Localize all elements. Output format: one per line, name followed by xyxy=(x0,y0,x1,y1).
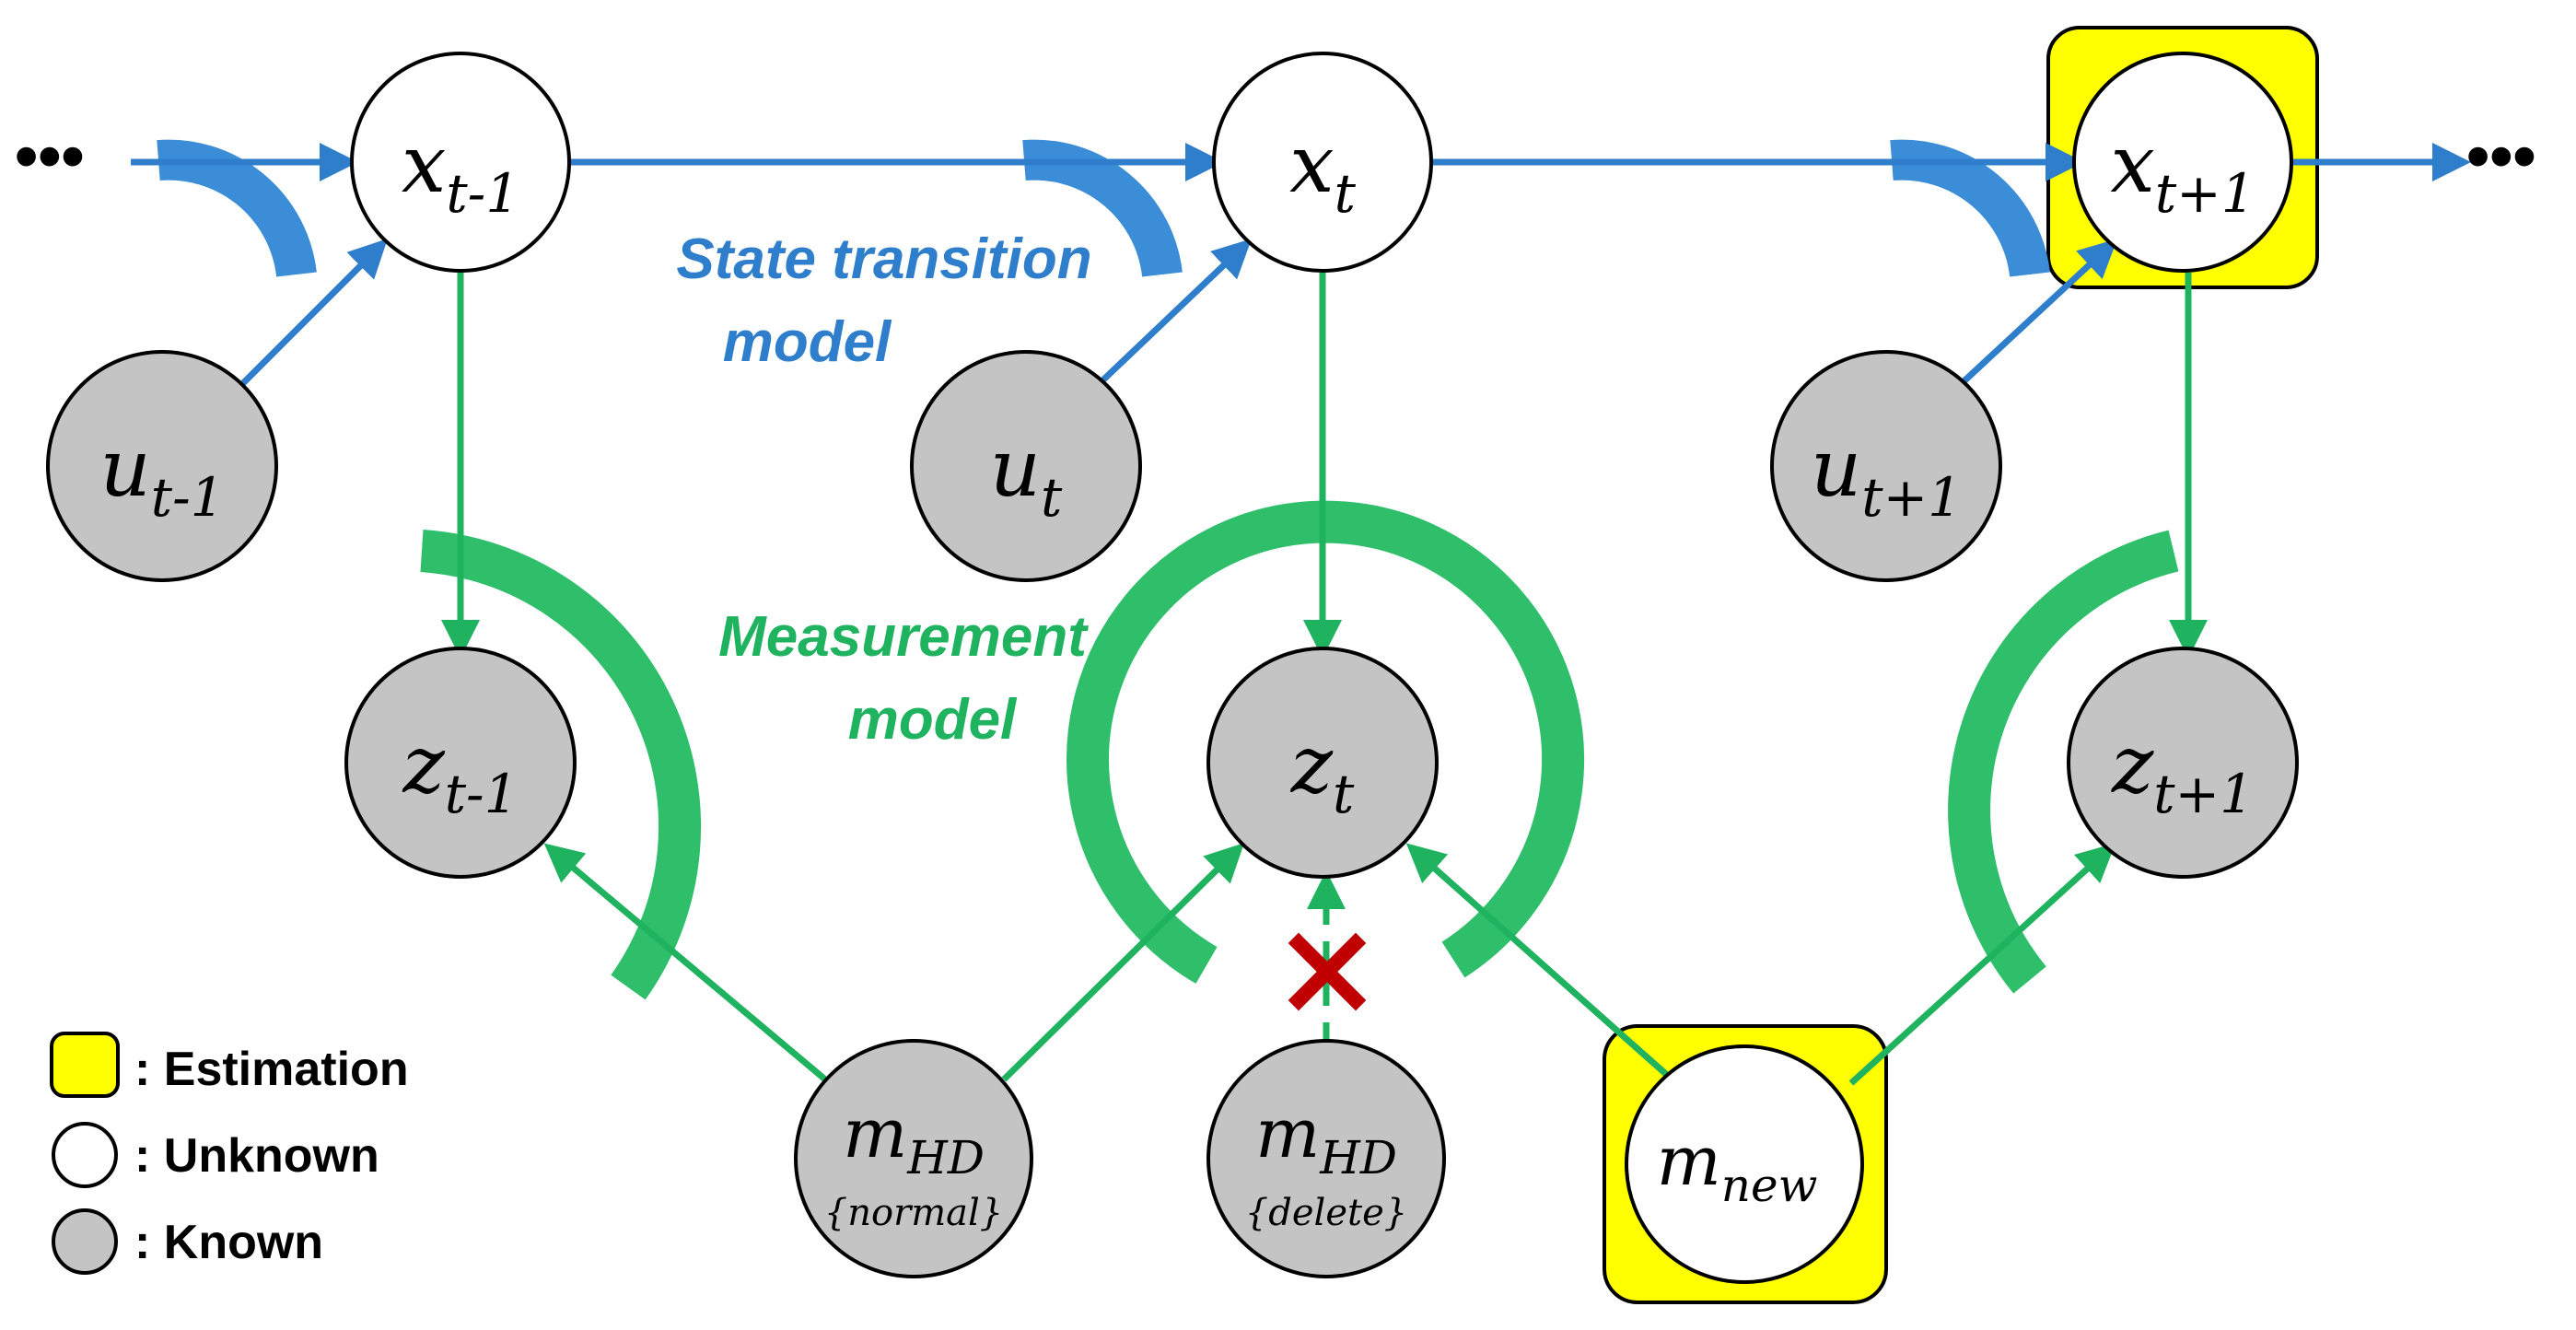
node-x-next: xt+1 xyxy=(2072,52,2293,273)
node-label: x xyxy=(402,119,447,211)
legend: : Estimation : Unknown : Known xyxy=(50,1032,409,1275)
edge-mnew-z-cur xyxy=(1405,843,1679,1086)
svg-text:zt-1: zt-1 xyxy=(402,719,518,825)
legend-estimation-swatch xyxy=(50,1032,120,1098)
measurement-edges xyxy=(441,273,2208,1086)
edge-u-cur-x-cur xyxy=(1095,239,1253,388)
node-tag: {normal} xyxy=(824,1192,1003,1234)
node-m-new: mnew xyxy=(1625,1044,1864,1284)
node-m-hd-normal: mHD {normal} xyxy=(794,1039,1033,1278)
node-subscript: new xyxy=(1721,1159,1818,1212)
node-label: z xyxy=(2111,719,2154,811)
svg-text:mHD: mHD xyxy=(1255,1094,1397,1184)
ellipsis-right: ••• xyxy=(2466,120,2536,193)
node-label: x xyxy=(1289,119,1335,211)
measurement-label: Measurement xyxy=(718,605,1089,669)
svg-text:zt+1: zt+1 xyxy=(2111,719,2254,825)
edge-u-next-x-next xyxy=(1957,239,2118,388)
svg-text:ut+1: ut+1 xyxy=(1811,423,1962,529)
transition-arc-next xyxy=(1890,139,2050,278)
svg-text:xt+1: xt+1 xyxy=(2110,119,2255,225)
node-subscript: HD xyxy=(1319,1131,1397,1184)
state-transition-label-line2: model xyxy=(723,310,892,374)
node-subscript: t xyxy=(1333,763,1355,825)
legend-estimation-label: : Estimation xyxy=(134,1043,409,1096)
node-u-next: ut+1 xyxy=(1770,350,2002,582)
node-label: m xyxy=(843,1094,907,1173)
node-x-prev: xt-1 xyxy=(350,52,571,273)
node-label: x xyxy=(2110,119,2155,211)
svg-text:ut: ut xyxy=(990,423,1063,529)
node-tag: {delete} xyxy=(1245,1192,1407,1234)
transition-edges xyxy=(131,143,2471,388)
svg-text:mHD: mHD xyxy=(843,1094,985,1184)
node-label: u xyxy=(1811,423,1861,515)
measurement-label-line2: model xyxy=(848,688,1018,752)
node-z-next: zt+1 xyxy=(2067,647,2299,879)
measurement-arc-next xyxy=(1948,530,2179,994)
node-subscript: t+1 xyxy=(2153,763,2254,825)
node-label: z xyxy=(402,719,445,811)
legend-known-swatch xyxy=(52,1208,118,1275)
node-subscript: t+1 xyxy=(1861,466,1962,529)
node-label: m xyxy=(1657,1122,1721,1201)
node-x-cur: xt xyxy=(1212,52,1433,273)
svg-text:zt: zt xyxy=(1290,719,1355,825)
node-subscript: t+1 xyxy=(2155,162,2255,225)
ellipsis-left: ••• xyxy=(15,120,85,193)
node-m-hd-delete: mHD {delete} xyxy=(1206,1039,1446,1278)
edge-mnew-z-next xyxy=(1848,843,2116,1086)
node-label: z xyxy=(1290,719,1334,811)
legend-unknown-label: : Unknown xyxy=(134,1129,379,1183)
node-subscript: t-1 xyxy=(151,466,225,529)
measurement-arc-prev xyxy=(420,530,702,1000)
node-label: u xyxy=(990,423,1041,515)
node-subscript: t-1 xyxy=(445,763,519,825)
node-subscript: t xyxy=(1335,162,1357,225)
legend-known-label: : Known xyxy=(134,1216,323,1269)
edge-mhd-normal-z-prev xyxy=(543,843,828,1082)
edge-u-prev-x-prev xyxy=(239,239,388,388)
node-u-cur: ut xyxy=(910,350,1142,582)
node-z-cur: zt xyxy=(1206,647,1439,879)
svg-text:mnew: mnew xyxy=(1657,1122,1818,1212)
node-subscript: HD xyxy=(906,1131,985,1184)
legend-unknown-swatch xyxy=(52,1122,118,1188)
node-subscript: t xyxy=(1041,466,1063,529)
node-label: m xyxy=(1255,1094,1320,1173)
edge-mhd-normal-z-cur xyxy=(1001,843,1244,1082)
transition-arc-prev xyxy=(157,139,317,278)
svg-text:xt-1: xt-1 xyxy=(402,119,519,225)
state-transition-label: State transition xyxy=(676,228,1091,291)
svg-text:xt: xt xyxy=(1289,119,1357,225)
node-label: u xyxy=(99,423,150,515)
delete-cross-icon xyxy=(1288,932,1367,1011)
node-subscript: t-1 xyxy=(446,162,519,225)
svg-text:ut-1: ut-1 xyxy=(99,423,224,529)
node-z-prev: zt-1 xyxy=(344,647,577,879)
node-u-prev: ut-1 xyxy=(46,350,278,582)
